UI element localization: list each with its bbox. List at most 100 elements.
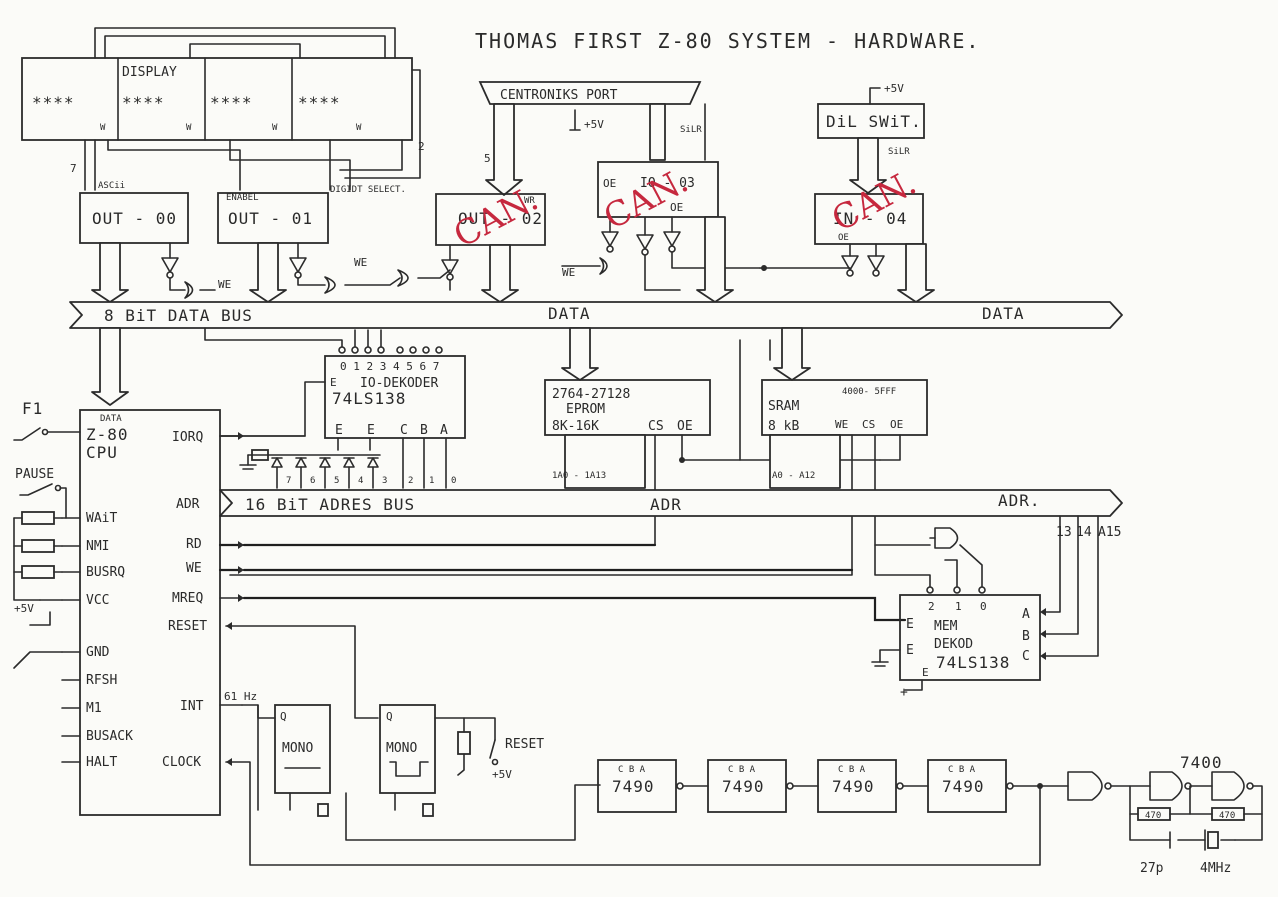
mem-in-b: B — [1022, 629, 1030, 644]
io-dec-in-e2: E — [367, 423, 375, 438]
counter-4: 7490 — [942, 777, 985, 796]
io-abc-bit-2: 2 — [408, 476, 413, 486]
counter-pins-1: C B A — [618, 765, 646, 775]
data-bus-mid: DATA — [548, 304, 591, 323]
dil-plus5: +5V — [884, 82, 904, 95]
cpu-pin-busack: BUSACK — [86, 729, 133, 744]
display-label: DISPLAY — [122, 65, 177, 80]
display-digit-1: **** — [32, 93, 75, 112]
mono-1-label: MONO — [282, 741, 313, 756]
mem-pin-2: 2 — [928, 600, 935, 613]
out-we-2: WE — [354, 256, 367, 269]
mem-e-2: E — [906, 643, 914, 658]
eprom-cs: CS — [648, 419, 664, 434]
address-bus: 16 BiT ADRES BUS ADR ADR. — [219, 489, 1123, 517]
io-dec-name: IO-DEKODER — [360, 376, 438, 391]
cpu-f1: F1 — [22, 399, 43, 418]
io-dec-e1: E — [330, 376, 337, 389]
display-w-1: W — [100, 123, 106, 133]
cpu-pin-m1: M1 — [86, 701, 102, 716]
centronics-we: WE — [562, 266, 575, 279]
dil-switch-input: DiL SWiT. +5V SiLR IN - 04 OE — [759, 82, 935, 303]
reset-label: RESET — [505, 737, 544, 752]
cpu-pin-gnd: GND — [86, 645, 110, 660]
io-bit-3: 3 — [382, 476, 387, 486]
centronics-port: CENTRONIKS PORT 5 +5V SiLR IO - 03 OE OE… — [478, 81, 761, 303]
mem-part: 74LS138 — [936, 653, 1010, 672]
io-dec-pins: 0 1 2 3 4 5 6 7 — [340, 360, 439, 373]
counter-pins-3: C B A — [838, 765, 866, 775]
cpu-pin-iorq: IORQ — [172, 430, 203, 445]
out-01-label: OUT - 01 — [228, 209, 313, 228]
mem-e-1: E — [906, 617, 914, 632]
mem-e-3: E — [922, 666, 929, 679]
addr-line-a15: A15 — [1098, 525, 1121, 540]
eprom-oe: OE — [677, 419, 693, 434]
centronics-wire-5: 5 — [484, 152, 491, 165]
io-bit-5: 5 — [334, 476, 339, 486]
out-we-1: WE — [218, 278, 231, 291]
cpu-pin-adr: ADR — [176, 497, 200, 512]
data-bus: 8 BiT DATA BUS DATA DATA — [69, 301, 1123, 329]
io-bit-4: 4 — [358, 476, 363, 486]
cpu-pin-rfsh: RFSH — [86, 673, 117, 688]
io-bit-7: 7 — [286, 476, 291, 486]
sram-chip: 4000- 5FFF SRAM 8 kB WE CS OE A0 - A12 — [229, 327, 931, 576]
in04-label: IN - 04 — [833, 209, 907, 228]
data-bus-right: DATA — [982, 304, 1025, 323]
mem-plus: + — [900, 685, 908, 700]
out-00-label: OUT - 00 — [92, 209, 177, 228]
io-dec-in-c: C — [400, 423, 408, 438]
display-w-2: W — [186, 123, 192, 133]
io-abc-bit-0: 0 — [451, 476, 456, 486]
cpu-pin-busrq: BUSRQ — [86, 565, 125, 580]
io03-oe-2: OE — [670, 201, 683, 214]
output-latches: OUT - 00 OUT - 01 ASCii ENABEL DIGIDT SE… — [79, 181, 451, 303]
cpu-name: Z-80 — [86, 425, 129, 444]
io-dec-part: 74LS138 — [332, 389, 406, 408]
io-dec-in-a: A — [440, 423, 448, 438]
cpu-sub: CPU — [86, 443, 118, 462]
oscillator: 7400 470 470 27p 4MHz — [1067, 753, 1263, 876]
io03-label: IO - 03 — [640, 176, 695, 191]
addr-line-14: 14 — [1076, 525, 1092, 540]
reset-v: +5V — [492, 768, 512, 781]
cpu-pin-int: INT — [180, 699, 204, 714]
io-dec-in-e1: E — [335, 423, 343, 438]
cpu-pin-nmi: NMI — [86, 539, 109, 554]
cpu-pin-rd: RD — [186, 537, 202, 552]
io-dec-in-b: B — [420, 423, 428, 438]
enable-label: ENABEL — [226, 193, 259, 203]
mem-pin-0: 0 — [980, 600, 987, 613]
display-digit-3: **** — [210, 93, 253, 112]
cpu-data: DATA — [100, 414, 122, 424]
monostables: 61 Hz Q MONO Q MONO RESET +5V — [224, 690, 601, 841]
out02-wr: WR — [524, 196, 535, 206]
eprom-addr-range: 1A0 - 1A13 — [552, 471, 606, 481]
digit-select-label: DIGIDT SELECT. — [330, 185, 406, 195]
in04-oe: OE — [838, 233, 849, 243]
display-module: DISPLAY **** **** **** **** W W W W 7 2 — [21, 27, 425, 191]
data-bus-left: 8 BiT DATA BUS — [104, 306, 253, 325]
crystal-label: 4MHz — [1200, 861, 1231, 876]
resistor-2: 470 — [1219, 811, 1235, 821]
cpu-pin-clock: CLOCK — [162, 755, 201, 770]
dil-silr: SiLR — [888, 147, 910, 157]
clock-divider: C B A C B A C B A C B A 7490 7490 7490 7… — [225, 759, 1069, 866]
cpu-pin-reset: RESET — [168, 619, 207, 634]
cpu-pin-mreq: MREQ — [172, 591, 203, 606]
sram-name: SRAM — [768, 399, 799, 414]
eprom-part: 2764-27128 — [552, 387, 630, 402]
dil-label: DiL SWiT. — [826, 112, 922, 131]
cpu-pin-wait: WAiT — [86, 511, 117, 526]
sram-oe: OE — [890, 418, 903, 431]
cpu-pin-we: WE — [186, 561, 202, 576]
out02-latch: OUT - 02 WR — [435, 193, 546, 303]
sram-we: WE — [835, 418, 848, 431]
counter-3: 7490 — [832, 777, 875, 796]
counter-pins-4: C B A — [948, 765, 976, 775]
io03-oe-1: OE — [603, 177, 616, 190]
sram-addr-range: A0 - A12 — [772, 471, 815, 481]
